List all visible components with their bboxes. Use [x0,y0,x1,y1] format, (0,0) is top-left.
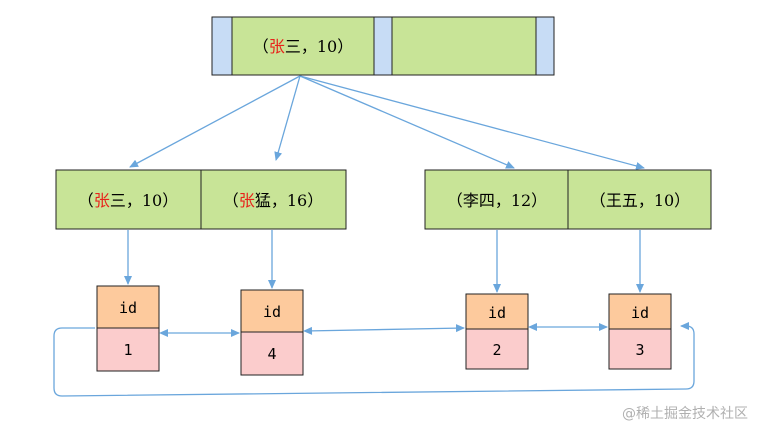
link-leaf-2-leaf-3 [303,324,465,335]
level2-entry-2 [200,169,347,230]
level2-node-right: （李四，12） （王五，10） [424,169,712,230]
leaf-3-key: id [488,304,506,322]
level2-entry-1 [55,169,202,230]
leaf-node-3: id 2 [465,293,529,370]
level2-entry-3-label: （李四，12） [447,191,547,210]
level2-entry-4 [567,169,712,230]
leaf-link-arrows [53,322,695,397]
root-separator-mid [373,16,393,76]
root-separator-right [535,16,555,76]
root-entry [231,16,375,76]
root-to-level2-arrows [129,75,645,170]
root-node: （张三，10） [211,16,555,76]
arrow-root-to-entry-2 [274,75,301,161]
leaf-2-value: 4 [267,345,276,363]
level2-node-left: （张三，10） （张猛，16） [55,169,347,230]
level2-entry-3 [424,169,569,230]
arrow-root-to-entry-1 [129,75,301,168]
arrow-root-to-entry-3 [299,75,515,169]
leaf-1-key: id [119,299,137,317]
leaf-3-value: 2 [492,341,501,359]
root-entry-empty [391,16,537,76]
leaf-4-key: id [631,304,649,322]
level2-entry-2-label: （张猛，16） [223,191,323,210]
leaf-node-4: id 3 [608,293,672,370]
root-entry-label: （张三，10） [253,37,353,56]
root-separator-left [211,16,233,76]
level2-to-leaf-arrows [124,230,644,293]
watermark-text: @稀土掘金技术社区 [622,406,748,422]
leaf-1-value: 1 [123,341,132,359]
leaf-2-key: id [263,303,281,321]
leaf-4-value: 3 [635,341,644,359]
leaf-node-1: id 1 [96,285,160,372]
arrow-root-to-entry-4 [299,75,645,170]
level2-entry-4-label: （王五，10） [590,191,690,210]
link-wraparound [53,322,695,397]
leaf-node-2: id 4 [240,289,304,376]
level2-entry-1-label: （张三，10） [78,191,178,210]
